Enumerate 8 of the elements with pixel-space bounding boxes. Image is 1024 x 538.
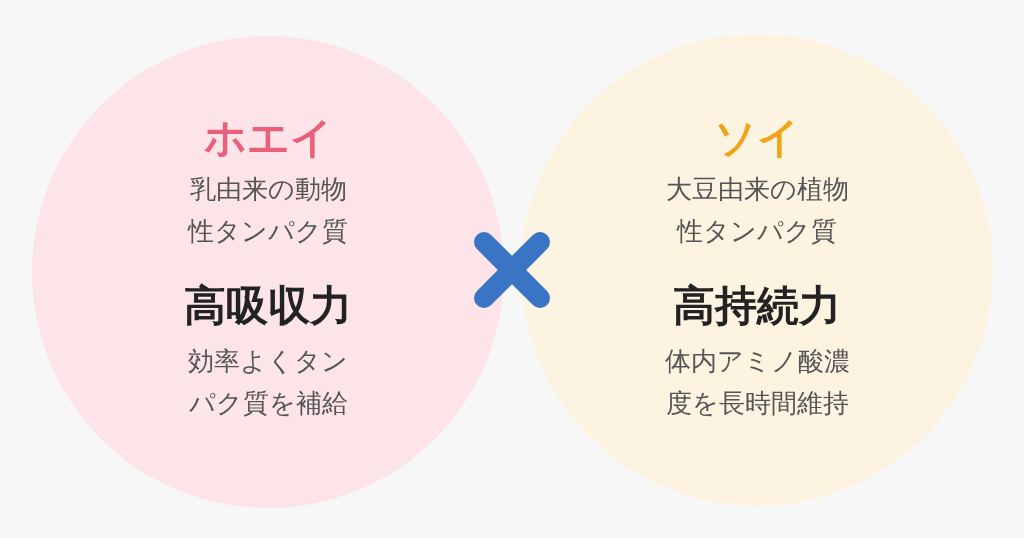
subtitle: 乳由来の動物性タンパク質	[186, 173, 349, 248]
description: 効率よくタンパク質を補給	[187, 345, 349, 420]
subtitle: 大豆由来の植物性タンパク質	[664, 173, 850, 248]
feature-heading: 高持続力	[673, 280, 841, 332]
feature-heading: 高吸収力	[184, 280, 352, 332]
heading: ソイ	[714, 112, 800, 164]
description: 体内アミノ酸濃度を長時間維持	[663, 345, 851, 420]
heading: ホエイ	[203, 112, 333, 164]
